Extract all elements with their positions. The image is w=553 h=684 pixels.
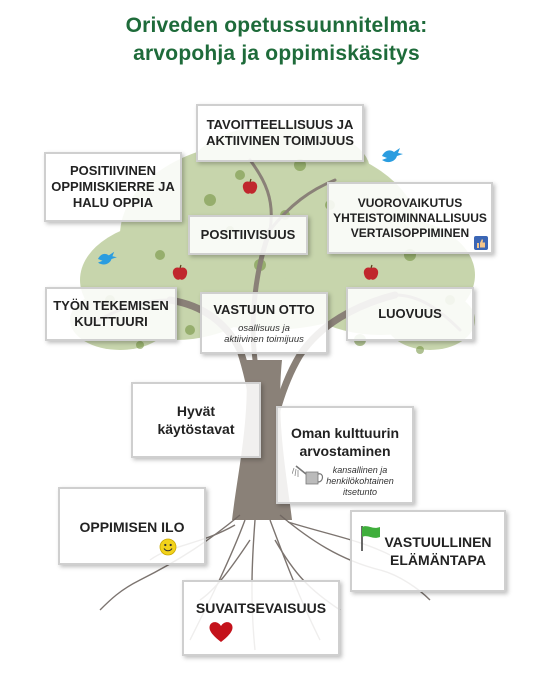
box-suvaitsevaisuus: SUVAITSEVAISUUS [182, 580, 340, 656]
box-vastuun-label: VASTUUN OTTO [213, 301, 315, 317]
box-positiivisuus-label: POSITIIVISUUS [200, 227, 296, 242]
box-vastuullinen-line1: VASTUULLINEN [384, 534, 492, 550]
box-luovuus-label: LUOVUUS [378, 306, 442, 321]
heart-icon [209, 622, 233, 642]
box-oppimisen-ilo: OPPIMISEN ILO [58, 487, 206, 565]
box-oppimisen-label: OPPIMISEN ILO [79, 519, 185, 535]
box-oman-sub: kansallinen ja henkilökohtainen itsetunt… [326, 465, 394, 498]
page-title: Oriveden opetussuunnitelma: arvopohja ja… [0, 12, 553, 68]
box-vastuun-sub1: osallisuus ja [238, 322, 290, 334]
box-positiivisuus: POSITIIVISUUS [188, 215, 308, 255]
box-hyvat-kaytostavat: Hyvät käytöstavat [131, 382, 261, 458]
box-vastuun-sub: osallisuus ja aktiivinen toimijuus [224, 323, 304, 345]
box-suvaitsevaisuus-label: SUVAITSEVAISUUS [195, 600, 327, 616]
box-oman-line2: arvostaminen [299, 443, 391, 459]
box-vuorovaikutus-line3: VERTAISOPPIMINEN [350, 225, 470, 240]
box-positiivinen-line3: HALU OPPIA [72, 195, 154, 210]
title-line-1: Oriveden opetussuunnitelma: [125, 14, 428, 37]
box-tavoitteellisuus-line1: TAVOITTEELLISUUS JA [206, 117, 354, 132]
flag-icon [361, 526, 380, 551]
box-tyon-line2: KULTTUURI [74, 314, 148, 329]
apple-icon [242, 178, 258, 194]
box-oman-sub1: kansallinen ja [332, 465, 388, 475]
box-positiivinen: POSITIIVINEN OPPIMISKIERRE JA HALU OPPIA [44, 152, 182, 222]
bird-icon [382, 148, 403, 163]
box-vastuullinen-elamantapa: VASTUULLINEN ELÄMÄNTAPA [350, 510, 506, 592]
thumbs-up-icon [474, 236, 488, 250]
box-positiivinen-line2: OPPIMISKIERRE JA [51, 179, 175, 194]
bird-icon [98, 251, 117, 265]
box-positiivinen-line1: POSITIIVINEN [70, 163, 156, 178]
box-tyon-tekemisen: TYÖN TEKEMISEN KULTTUURI [45, 287, 177, 341]
box-luovuus: LUOVUUS [346, 287, 474, 341]
box-tavoitteellisuus-line2: AKTIIVINEN TOIMIJUUS [206, 133, 354, 148]
box-tavoitteellisuus: TAVOITTEELLISUUS JA AKTIIVINEN TOIMIJUUS [196, 104, 364, 162]
box-oman-line1: Oman kulttuurin [290, 425, 400, 441]
box-tyon-line1: TYÖN TEKEMISEN [53, 298, 169, 313]
title-line-2: arvopohja ja oppimiskäsitys [133, 42, 420, 65]
smiley-icon [159, 538, 177, 556]
box-oman-sub2: henkilökohtainen [326, 476, 394, 486]
box-hyvat-line2: käytöstavat [157, 421, 235, 437]
watering-can-icon [292, 465, 324, 485]
box-vuorovaikutus-line1: VUOROVAIKUTUS [357, 195, 463, 210]
box-vuorovaikutus: VUOROVAIKUTUS YHTEISTOIMINNALLISUUS VERT… [327, 182, 493, 254]
box-hyvat-line1: Hyvät [176, 403, 216, 419]
box-vastuun-sub2: aktiivinen toimijuus [224, 333, 304, 345]
box-oman-sub3: itsetunto [342, 487, 378, 497]
box-vuorovaikutus-line2: YHTEISTOIMINNALLISUUS [333, 210, 487, 225]
apple-icon [172, 264, 188, 280]
box-vastuullinen-line2: ELÄMÄNTAPA [390, 552, 486, 568]
apple-icon [363, 264, 379, 280]
box-oman-kulttuurin: Oman kulttuurin arvostaminen kansallinen… [276, 406, 414, 504]
box-vastuun-otto: VASTUUN OTTO osallisuus ja aktiivinen to… [200, 292, 328, 354]
